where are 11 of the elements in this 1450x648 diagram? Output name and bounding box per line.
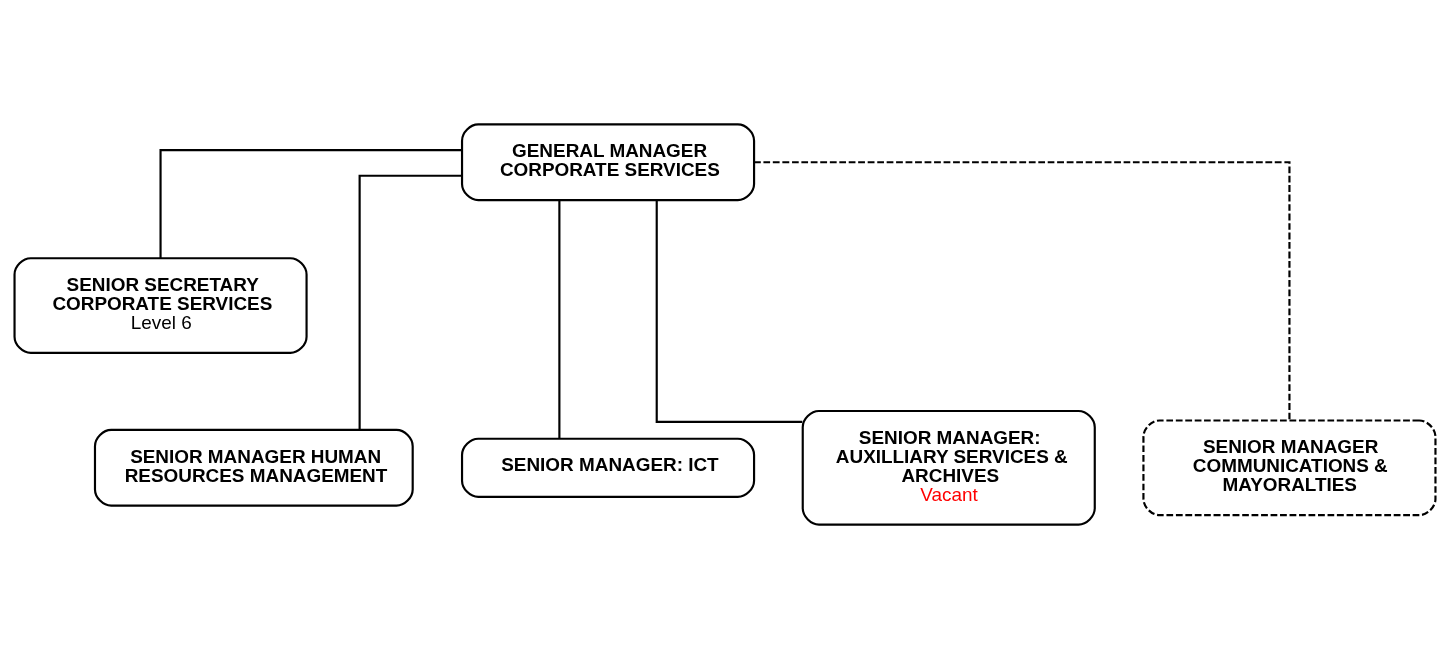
connector xyxy=(655,200,803,423)
node-box: SENIOR MANAGER: AUXILLIARY SERVICES & ARCHIVES Vacant xyxy=(801,409,1096,526)
node-box: SENIOR MANAGER HUMAN RESOURCES MANAGEMENT xyxy=(93,428,414,507)
node-box: SENIOR MANAGER: ICT xyxy=(460,437,756,498)
node-box: GENERAL MANAGER CORPORATE SERVICES xyxy=(460,122,756,201)
connector xyxy=(558,199,561,438)
connector xyxy=(754,160,1291,420)
connector xyxy=(159,148,462,258)
node-box: SENIOR MANAGER COMMUNICATIONS & MAYORALTIES xyxy=(1142,418,1437,516)
node-box: SENIOR SECRETARY CORPORATE SERVICES Level 6 xyxy=(13,256,308,354)
connector xyxy=(358,174,462,430)
